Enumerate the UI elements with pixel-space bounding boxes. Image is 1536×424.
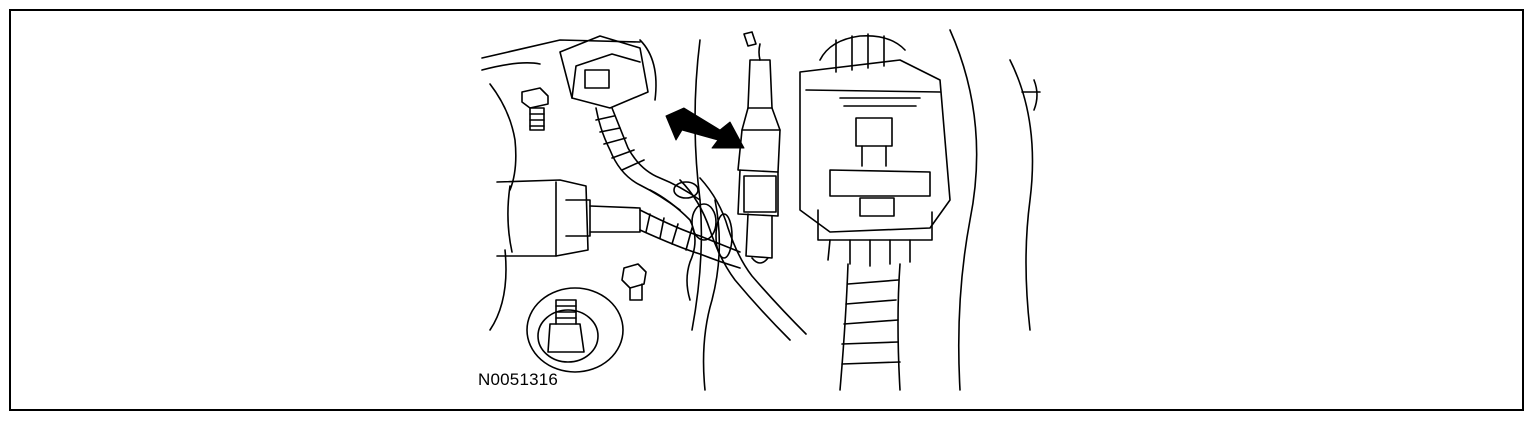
left-side-connector: [496, 179, 741, 269]
main-multi-pin-connector: [799, 33, 951, 267]
harness-loop: [649, 177, 807, 341]
body-panel-outline: [481, 29, 1041, 391]
figure-id-label: N0051316: [478, 370, 559, 389]
bolt-upper: [521, 87, 549, 131]
figure-frame: [9, 9, 1524, 411]
main-harness-trunk: [839, 263, 901, 391]
lower-grommet-stud: [526, 287, 624, 373]
inline-connector: [737, 31, 781, 264]
pointer-arrow: [665, 107, 745, 149]
nut-lower: [621, 263, 647, 301]
